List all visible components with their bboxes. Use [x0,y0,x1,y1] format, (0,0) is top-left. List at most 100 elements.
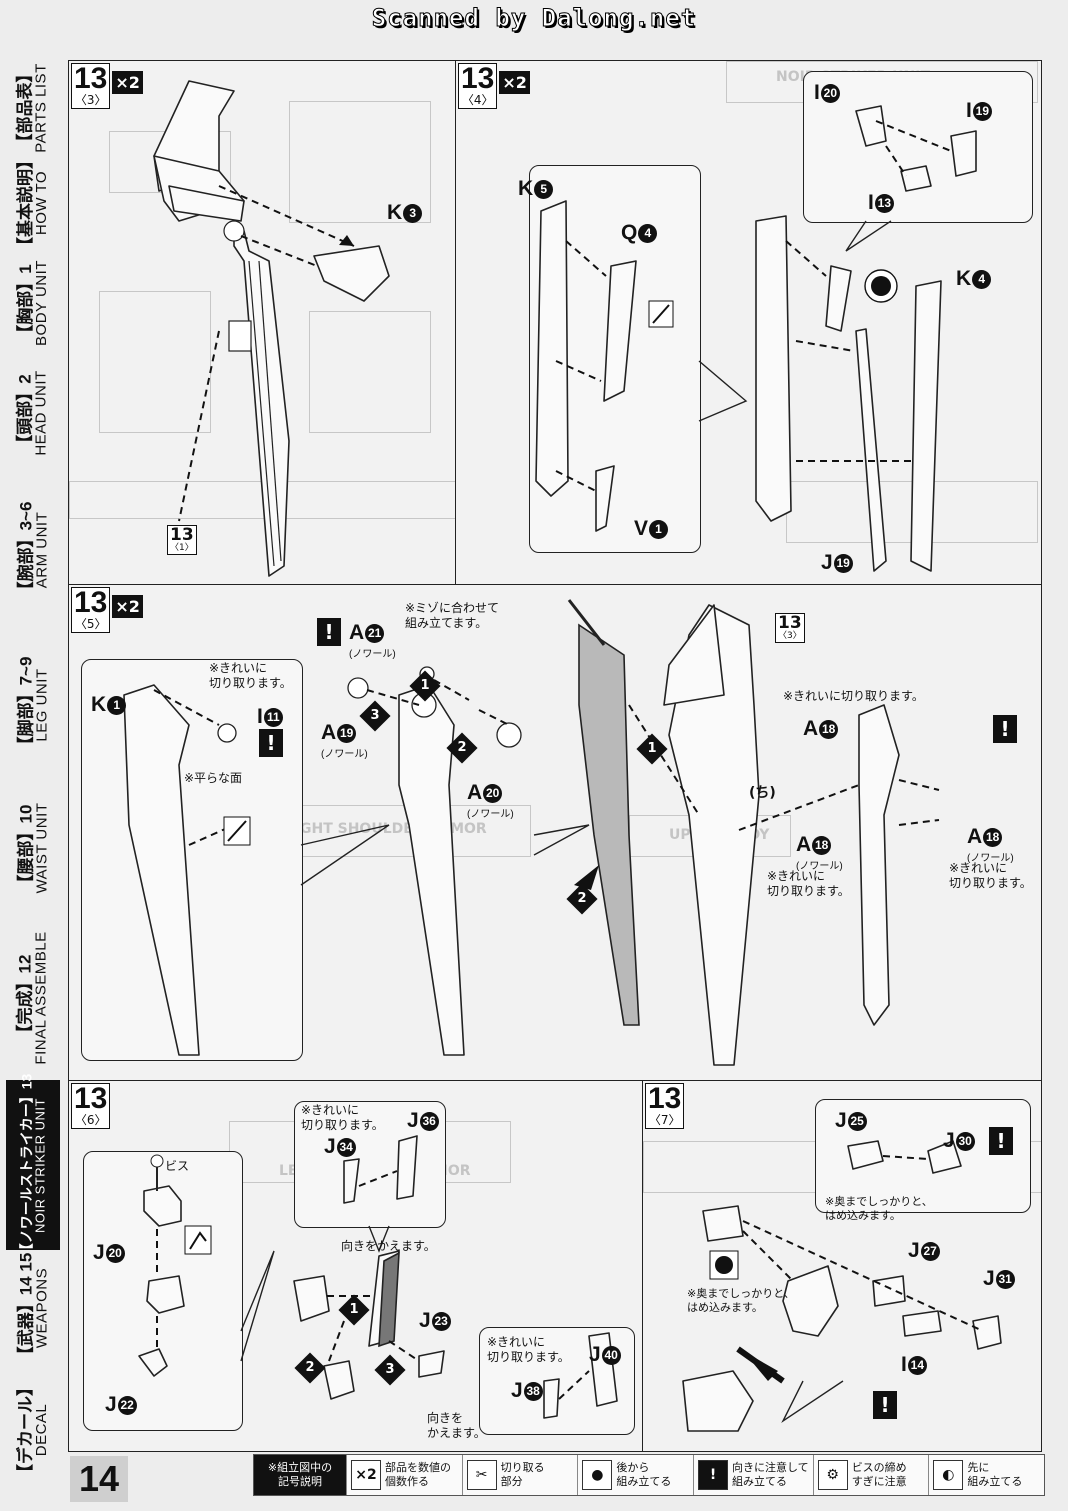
multiplier-badge: ×2 [112,71,143,94]
ref-step-number: 13 [778,613,802,633]
step-number: 13 [74,62,108,95]
part-number: 20 [820,83,840,103]
part-number: 34 [336,1137,356,1157]
note-change-direction: 向きを かえます。 [427,1411,486,1440]
side-panel-assembly-drawing [535,105,977,572]
sidebar-tab-en: HOW TO [33,170,50,235]
legend-item-screw: ⚙ビスの締め すぎに注意 [812,1455,929,1495]
legend-text: 切り取る 部分 [500,1461,545,1488]
ref-step-sub: 〈3〉 [778,631,802,641]
order-marker: 1 [338,1294,370,1326]
sidebar-tab-jp: 【デカール】 [16,1379,35,1481]
orientation-warning-icon: ! [317,618,341,646]
multiplier-badge: ×2 [499,71,530,94]
sidebar-tab-jp: 【完成】12 [16,954,36,1041]
part-letter: I [814,81,820,104]
order-marker: 2 [446,732,478,764]
legend-item-assemble-later: ●後から 組み立てる [577,1455,693,1495]
legend-item-cut: ✂切り取る 部分 [461,1455,578,1495]
part-number: 20 [483,783,503,803]
joint-assembly-drawing [138,1135,618,1419]
part-number: 18 [812,835,832,855]
part-number: 14 [907,1355,927,1375]
note-clean-cut: ※きれいに切り取ります。 [783,689,924,703]
ref-step-13-3: 13〈3〉 [775,613,805,643]
cut-icon: ✂ [466,1460,497,1490]
order-marker: 1 [409,670,441,702]
part-letter: J [908,1239,920,1262]
scan-watermark: Scanned by Dalong.net [371,4,697,33]
part-letter: J [589,1343,601,1366]
step-sub: 〈6〉 [74,1113,107,1127]
part-letter: I [257,705,263,728]
part-letter: Q [621,221,638,244]
sidebar-tab-jp: 【頭部】2 [16,373,35,452]
sidebar-tab-en: WAIST UNIT [33,802,50,893]
step-number: 13 [648,1082,682,1115]
ref-step-sub: 〈1〉 [170,543,194,553]
part-number: 3 [403,203,423,223]
sidebar-tab-jp: 【胸部】1 [16,263,35,342]
step-sub: 〈7〉 [648,1113,681,1127]
page-number: 14 [70,1456,128,1502]
part-letter: A [321,721,337,744]
part-number: 18 [819,719,839,739]
sidebar-tab-jp: 【脚部】7~9 [16,656,35,754]
sidebar-tab-en: BODY UNIT [33,259,50,346]
sidebar-tab-jp: 【武器】14 15 [16,1252,36,1363]
part-number: 30 [955,1131,975,1151]
step-number: 13 [74,1082,108,1115]
part-letter: J [419,1309,431,1332]
part-letter: A [803,717,819,740]
ref-step-number: 13 [170,525,194,545]
part-number: 11 [263,707,283,727]
part-letter: J [983,1267,995,1290]
sidebar-tab-decal[interactable]: 【デカール】DECAL [6,1365,60,1495]
part-number: 31 [995,1269,1015,1289]
sidebar-tab-parts-list[interactable]: 【部品表】PARTS LIST [6,60,60,155]
part-letter: A [796,833,812,856]
part-number: 20 [105,1243,125,1263]
step-badge: 13〈4〉 ×2 [458,63,530,109]
orientation-warning-icon: ! [698,1460,729,1490]
part-number: 1 [649,519,669,539]
sidebar-tab-en: FINAL ASSEMBLE [33,930,51,1065]
sidebar-tab-how-to[interactable]: 【基本説明】HOW TO [6,152,60,254]
part-letter: V [634,517,649,540]
step-sub: 〈4〉 [461,93,494,107]
part-letter: J [835,1109,847,1132]
part-letter: A [467,781,483,804]
part-number: 27 [920,1241,940,1261]
part-number: 19 [972,101,992,121]
part-letter: I [901,1353,907,1376]
part-letter: K [387,201,403,224]
part-color-note: (ノワール) [796,861,843,872]
step-badge: 13〈3〉 ×2 [71,63,143,109]
order-marker: 2 [566,883,598,915]
sidebar-tab-en: HEAD UNIT [33,369,50,456]
sidebar-tab-en: NOIR STRIKER UNIT [32,1097,48,1233]
